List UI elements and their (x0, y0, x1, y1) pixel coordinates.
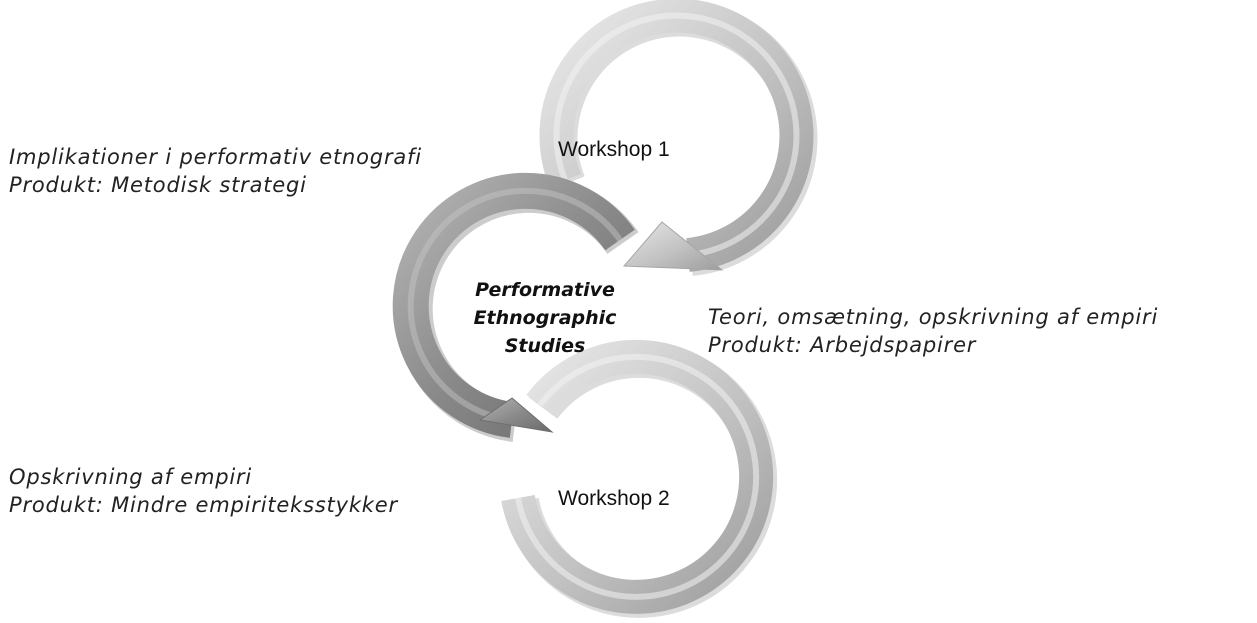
workshop-1-label: Workshop 1 (558, 138, 670, 161)
workshop-1-arrowhead (622, 221, 724, 271)
workshop-2-arrow (501, 339, 778, 618)
center-title-line-2: Ethnographic (473, 307, 617, 329)
center-title-line-1: Performative (475, 279, 615, 301)
note-bottom-left: Opskrivning af empiri Produkt: Mindre em… (9, 463, 398, 519)
note-bottom-left-line-2: Produkt: Mindre empiriteksstykker (9, 493, 398, 517)
center-title: Performative Ethnographic Studies (450, 276, 640, 360)
note-bottom-left-line-1: Opskrivning af empiri (9, 465, 253, 489)
note-top-left: Implikationer i performativ etnografi Pr… (9, 143, 422, 199)
note-top-left-line-1: Implikationer i performativ etnografi (9, 145, 422, 169)
center-arrow (392, 172, 639, 442)
workshop-2-label: Workshop 2 (558, 487, 670, 510)
note-middle-right-line-1: Teori, omsætning, opskrivning af empiri (708, 305, 1159, 329)
workshop-1-arrow (539, 0, 818, 276)
note-middle-right-line-2: Produkt: Arbejdspapirer (708, 333, 977, 357)
note-top-left-line-2: Produkt: Metodisk strategi (9, 173, 307, 197)
note-middle-right: Teori, omsætning, opskrivning af empiri … (708, 303, 1158, 359)
center-title-line-3: Studies (504, 335, 586, 357)
center-arrowhead (478, 397, 554, 433)
